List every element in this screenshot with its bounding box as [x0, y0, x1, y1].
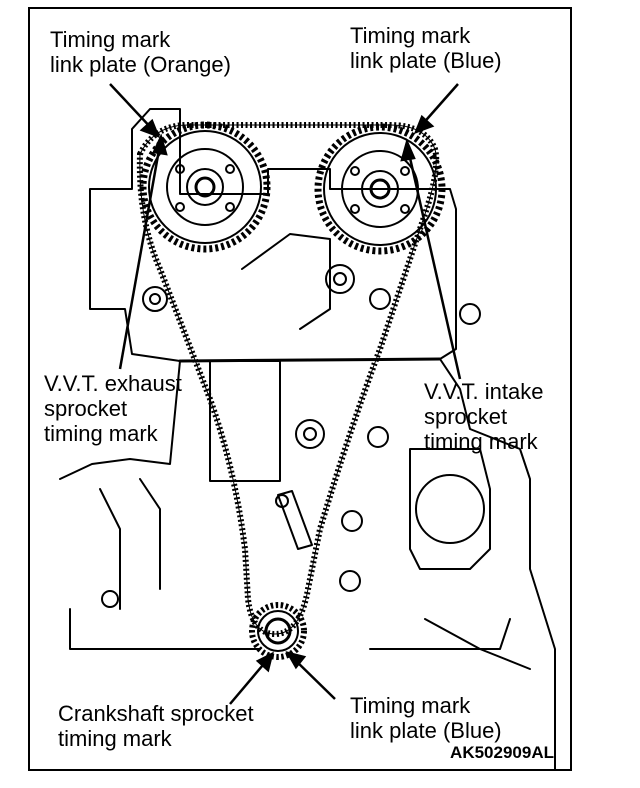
tensioner-guide-bolt [295, 419, 325, 449]
idler-bolt [367, 426, 389, 448]
head-bolt-right [369, 288, 391, 310]
block-bolt-b [339, 570, 361, 592]
tensioner-pivot [275, 494, 289, 508]
right-cover-boss [415, 474, 485, 544]
arrow-crank-mark [229, 658, 269, 705]
arrowhead-orange-link [139, 118, 161, 139]
tensioner-guide-bolt-inner [303, 427, 317, 441]
crank-nose-detail [424, 618, 531, 670]
lower-left-housing [99, 478, 161, 610]
engine-head-outline [89, 108, 457, 362]
arrowhead-crank-mark [255, 651, 274, 673]
crankshaft-sprocket [249, 602, 307, 660]
right-cover [409, 448, 491, 570]
arrow-vvt-intake [406, 148, 462, 380]
head-gasket-line [178, 357, 442, 363]
arrowhead-vvt-exhaust [152, 133, 168, 156]
head-bolt-left-inner [149, 293, 161, 305]
head-bolt-mid [325, 264, 355, 294]
arrowhead-blue-link-bottom [285, 651, 307, 670]
chain-tensioner-lever [277, 490, 313, 550]
arrowhead-vvt-intake [400, 138, 416, 162]
arrowhead-blue-link-top [413, 114, 435, 135]
center-bracket [209, 360, 281, 482]
figure-code: AK502909AL [450, 743, 554, 762]
arrow-vvt-exhaust [118, 143, 162, 370]
cam-cover-rib [241, 233, 331, 330]
arrow-orange-link [109, 83, 155, 132]
timing-chain-diagram [59, 83, 556, 769]
head-bolt-left [142, 286, 168, 312]
block-bolt-a [341, 510, 363, 532]
head-bolt-mid-inner [333, 272, 347, 286]
block-bolt-c [101, 590, 119, 608]
head-bolt-far-right [459, 303, 481, 325]
vvt-exhaust-sprocket [139, 121, 271, 253]
oil-pan-line [69, 608, 511, 650]
engine-block-outline [59, 358, 556, 769]
